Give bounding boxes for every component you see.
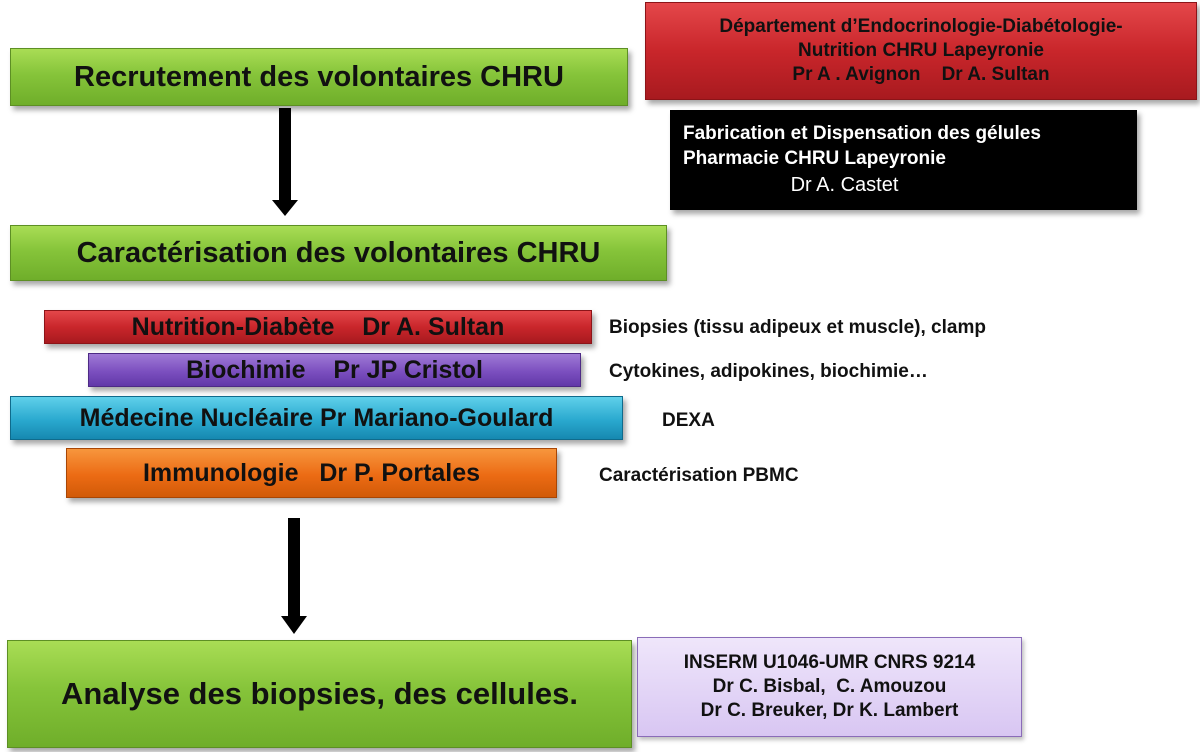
service-nutrition-diabete-label: Nutrition-Diabète Dr A. Sultan [131,312,505,341]
arrow-down-1 [272,108,298,216]
endocrinology-line-2: Nutrition CHRU Lapeyronie [798,39,1044,61]
pharmacy-box: Fabrication et Dispensation des gélules … [670,110,1137,210]
service-medecine-nucleaire-label: Médecine Nucléaire Pr Mariano-Goulard [79,403,554,432]
inserm-line-3: Dr C. Breuker, Dr K. Lambert [700,700,959,722]
endocrinology-line-3: Pr A . Avignon Dr A. Sultan [792,64,1050,86]
analysis-step-label: Analyse des biopsies, des cellules. [61,676,578,711]
note-cytokines: Cytokines, adipokines, biochimie… [609,361,928,382]
endocrinology-department-box: Département d’Endocrinologie-Diabétologi… [645,2,1197,100]
note-dexa: DEXA [662,410,715,431]
service-biochimie-box: Biochimie Pr JP Cristol [88,353,581,387]
recruitment-step-label: Recrutement des volontaires CHRU [74,60,564,93]
characterisation-step-label: Caractérisation des volontaires CHRU [76,236,601,269]
inserm-line-2: Dr C. Bisbal, C. Amouzou [712,675,947,697]
service-immunologie-label: Immunologie Dr P. Portales [142,458,481,487]
recruitment-step-box: Recrutement des volontaires CHRU [10,48,628,106]
inserm-line-1: INSERM U1046-UMR CNRS 9214 [683,651,976,673]
service-nutrition-diabete-box: Nutrition-Diabète Dr A. Sultan [44,310,592,344]
service-biochimie-label: Biochimie Pr JP Cristol [186,355,483,384]
pharmacy-line-2: Pharmacie CHRU Lapeyronie [683,148,946,169]
endocrinology-line-1: Département d’Endocrinologie-Diabétologi… [719,15,1123,37]
note-biopsies: Biopsies (tissu adipeux et muscle), clam… [609,317,986,338]
analysis-step-box: Analyse des biopsies, des cellules. [7,640,632,748]
characterisation-step-box: Caractérisation des volontaires CHRU [10,225,667,281]
note-pbmc: Caractérisation PBMC [599,465,799,486]
inserm-lab-box: INSERM U1046-UMR CNRS 9214 Dr C. Bisbal,… [637,637,1022,737]
pharmacy-line-3: Dr A. Castet [790,173,899,196]
arrow-down-2 [281,518,307,634]
service-medecine-nucleaire-box: Médecine Nucléaire Pr Mariano-Goulard [10,396,623,440]
pharmacy-line-1: Fabrication et Dispensation des gélules [683,123,1041,145]
service-immunologie-box: Immunologie Dr P. Portales [66,448,557,498]
